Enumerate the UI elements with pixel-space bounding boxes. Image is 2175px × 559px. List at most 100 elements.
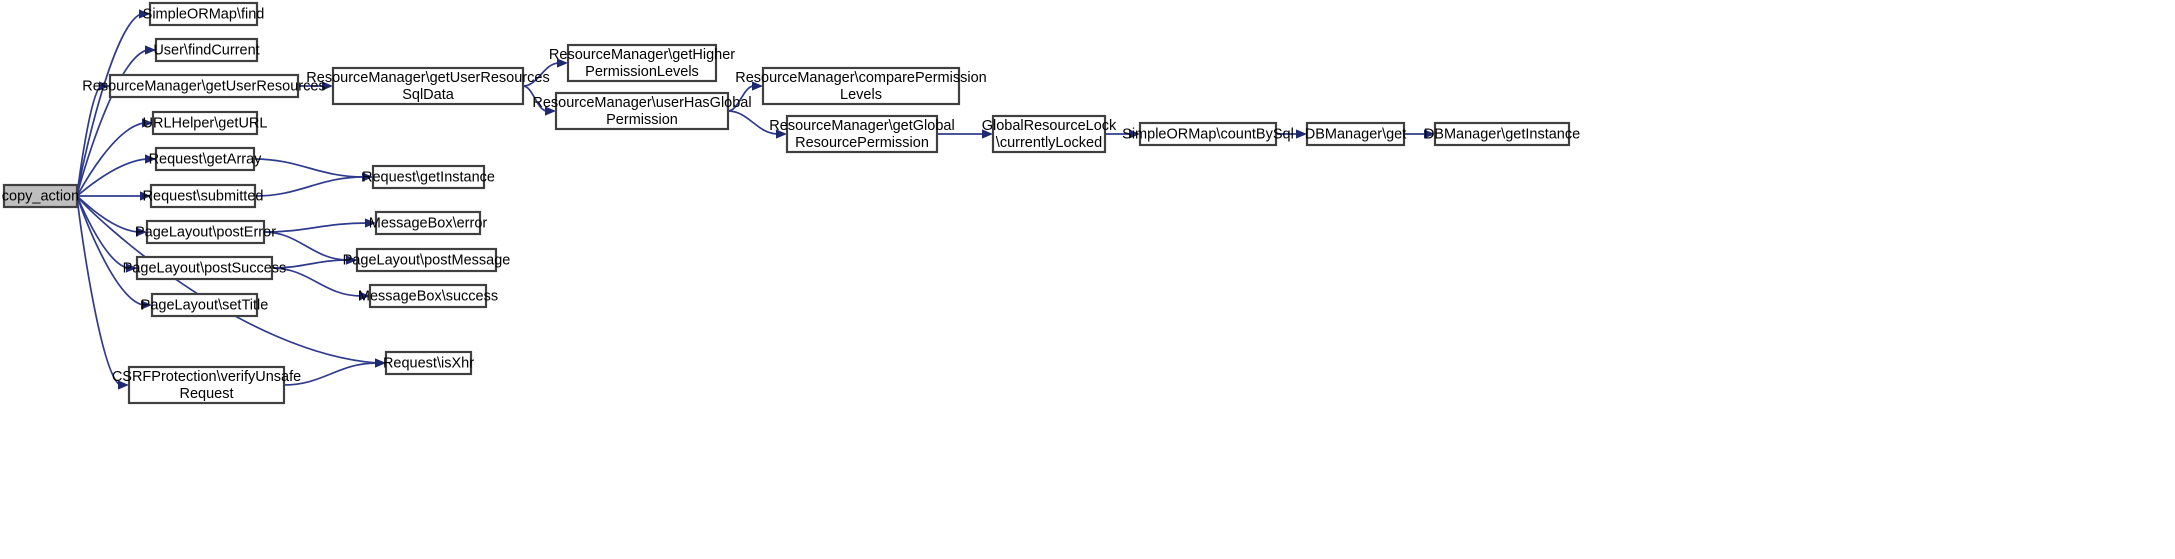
node-box[interactable] — [371, 164, 486, 190]
graph-node-pl-postsuccess[interactable]: PageLayout\postSuccess — [123, 255, 287, 281]
node-box[interactable] — [566, 43, 718, 83]
graph-node-request-submitted[interactable]: Request\submitted — [143, 183, 264, 209]
node-label-line2: SqlData — [402, 87, 455, 103]
graph-node-grl-currentlylocked[interactable]: GlobalResourceLock\currentlyLocked — [982, 114, 1117, 154]
node-box[interactable] — [355, 247, 498, 273]
call-edge — [263, 231, 349, 261]
graph-node-user-findcurrent[interactable]: User\findCurrent — [153, 37, 260, 63]
node-label: Request\submitted — [143, 188, 264, 204]
node-box[interactable] — [1433, 121, 1571, 147]
arrow-head-icon — [322, 81, 333, 91]
graph-node-request-getarray[interactable]: Request\getArray — [149, 146, 263, 172]
node-box[interactable] — [554, 91, 730, 131]
node-label-line1: ResourceManager\comparePermission — [735, 70, 986, 86]
node-label-line2: ResourcePermission — [795, 135, 929, 151]
node-label-line1: ResourceManager\getUserResources — [306, 70, 549, 86]
node-label: MessageBox\error — [369, 215, 488, 231]
node-label: Request\getInstance — [362, 169, 495, 185]
arrow-head-icon — [982, 129, 993, 139]
call-edge — [76, 13, 142, 197]
arrow-head-icon — [1296, 129, 1307, 139]
arrow-head-icon — [118, 380, 129, 390]
node-box[interactable] — [145, 219, 266, 245]
arrow-head-icon — [142, 118, 153, 128]
graph-node-request-isxhr[interactable]: Request\isXhr — [383, 350, 474, 376]
node-label: PageLayout\setTitle — [141, 297, 269, 313]
arrow-head-icon — [346, 255, 357, 265]
graph-node-mb-error[interactable]: MessageBox\error — [369, 210, 488, 236]
node-label: SimpleORMap\countBySql — [1122, 126, 1294, 142]
graph-node-pl-posterror[interactable]: PageLayout\postError — [135, 219, 276, 245]
node-box[interactable] — [761, 66, 961, 106]
node-label-line2: Permission — [606, 112, 678, 128]
graph-node-simpleormap-find[interactable]: SimpleORMap\find — [143, 1, 265, 27]
graph-node-copy-action[interactable]: copy_action — [2, 183, 79, 209]
arrow-head-icon — [557, 58, 568, 68]
node-box[interactable] — [150, 292, 259, 318]
node-label: Request\getArray — [149, 151, 263, 167]
node-label-line2: \currentlyLocked — [996, 135, 1102, 151]
call-edge — [76, 195, 378, 364]
graph-node-dbmanager-getinst[interactable]: DBManager\getInstance — [1424, 121, 1580, 147]
arrow-head-icon — [752, 81, 763, 91]
call-edge — [727, 110, 779, 135]
node-label: DBManager\get — [1305, 126, 1407, 142]
graph-node-rm-getuserresources[interactable]: ResourceManager\getUserResources — [82, 73, 326, 99]
node-box[interactable] — [374, 210, 482, 236]
arrow-head-icon — [1129, 129, 1140, 139]
arrow-head-icon — [126, 263, 137, 273]
call-edge — [271, 267, 362, 297]
node-box[interactable] — [2, 183, 79, 209]
node-box[interactable] — [154, 146, 256, 172]
graph-node-pl-postmessage[interactable]: PageLayout\postMessage — [343, 247, 511, 273]
arrow-head-icon — [1424, 129, 1435, 139]
graph-node-rm-gethigherperm[interactable]: ResourceManager\getHigherPermissionLevel… — [549, 43, 735, 83]
node-box[interactable] — [135, 255, 274, 281]
node-label: DBManager\getInstance — [1424, 126, 1580, 142]
node-box[interactable] — [148, 1, 259, 27]
arrow-head-icon — [545, 106, 556, 116]
graph-node-request-getinstance[interactable]: Request\getInstance — [362, 164, 495, 190]
graph-node-mb-success[interactable]: MessageBox\success — [358, 283, 498, 309]
node-label: URLHelper\getURL — [143, 115, 268, 131]
node-box[interactable] — [384, 350, 473, 376]
graph-node-urlhelper-geturl[interactable]: URLHelper\getURL — [143, 110, 268, 136]
node-box[interactable] — [154, 37, 259, 63]
node-label: copy_action — [2, 188, 79, 204]
call-edge — [263, 222, 368, 233]
node-box[interactable] — [331, 66, 525, 106]
node-label-line2: Request — [179, 386, 233, 402]
node-box[interactable] — [151, 110, 259, 136]
graph-node-som-countbysql[interactable]: SimpleORMap\countBySql — [1122, 121, 1294, 147]
node-label-line1: ResourceManager\getGlobal — [769, 118, 954, 134]
node-box[interactable] — [149, 183, 257, 209]
call-edge — [522, 62, 560, 87]
graph-node-dbmanager-get[interactable]: DBManager\get — [1305, 121, 1407, 147]
node-label-line2: PermissionLevels — [585, 64, 699, 80]
node-box[interactable] — [368, 283, 488, 309]
arrow-head-icon — [145, 154, 156, 164]
node-label: PageLayout\postMessage — [343, 252, 511, 268]
node-label: PageLayout\postError — [135, 224, 276, 240]
node-box[interactable] — [108, 73, 300, 99]
call-edge — [76, 122, 145, 197]
node-box[interactable] — [991, 114, 1107, 154]
call-edge — [76, 49, 148, 197]
node-box[interactable] — [785, 114, 939, 154]
node-box[interactable] — [1138, 121, 1278, 147]
node-label-line1: ResourceManager\getHigher — [549, 47, 735, 63]
node-box[interactable] — [127, 365, 286, 405]
call-edge — [76, 158, 148, 197]
node-box[interactable] — [1305, 121, 1406, 147]
graph-node-pl-settitle[interactable]: PageLayout\setTitle — [141, 292, 269, 318]
call-edge — [254, 176, 365, 197]
node-label: SimpleORMap\find — [143, 6, 265, 22]
node-label: MessageBox\success — [358, 288, 498, 304]
node-label: ResourceManager\getUserResources — [82, 78, 325, 94]
graph-node-rm-getglobalres[interactable]: ResourceManager\getGlobalResourcePermiss… — [769, 114, 955, 154]
